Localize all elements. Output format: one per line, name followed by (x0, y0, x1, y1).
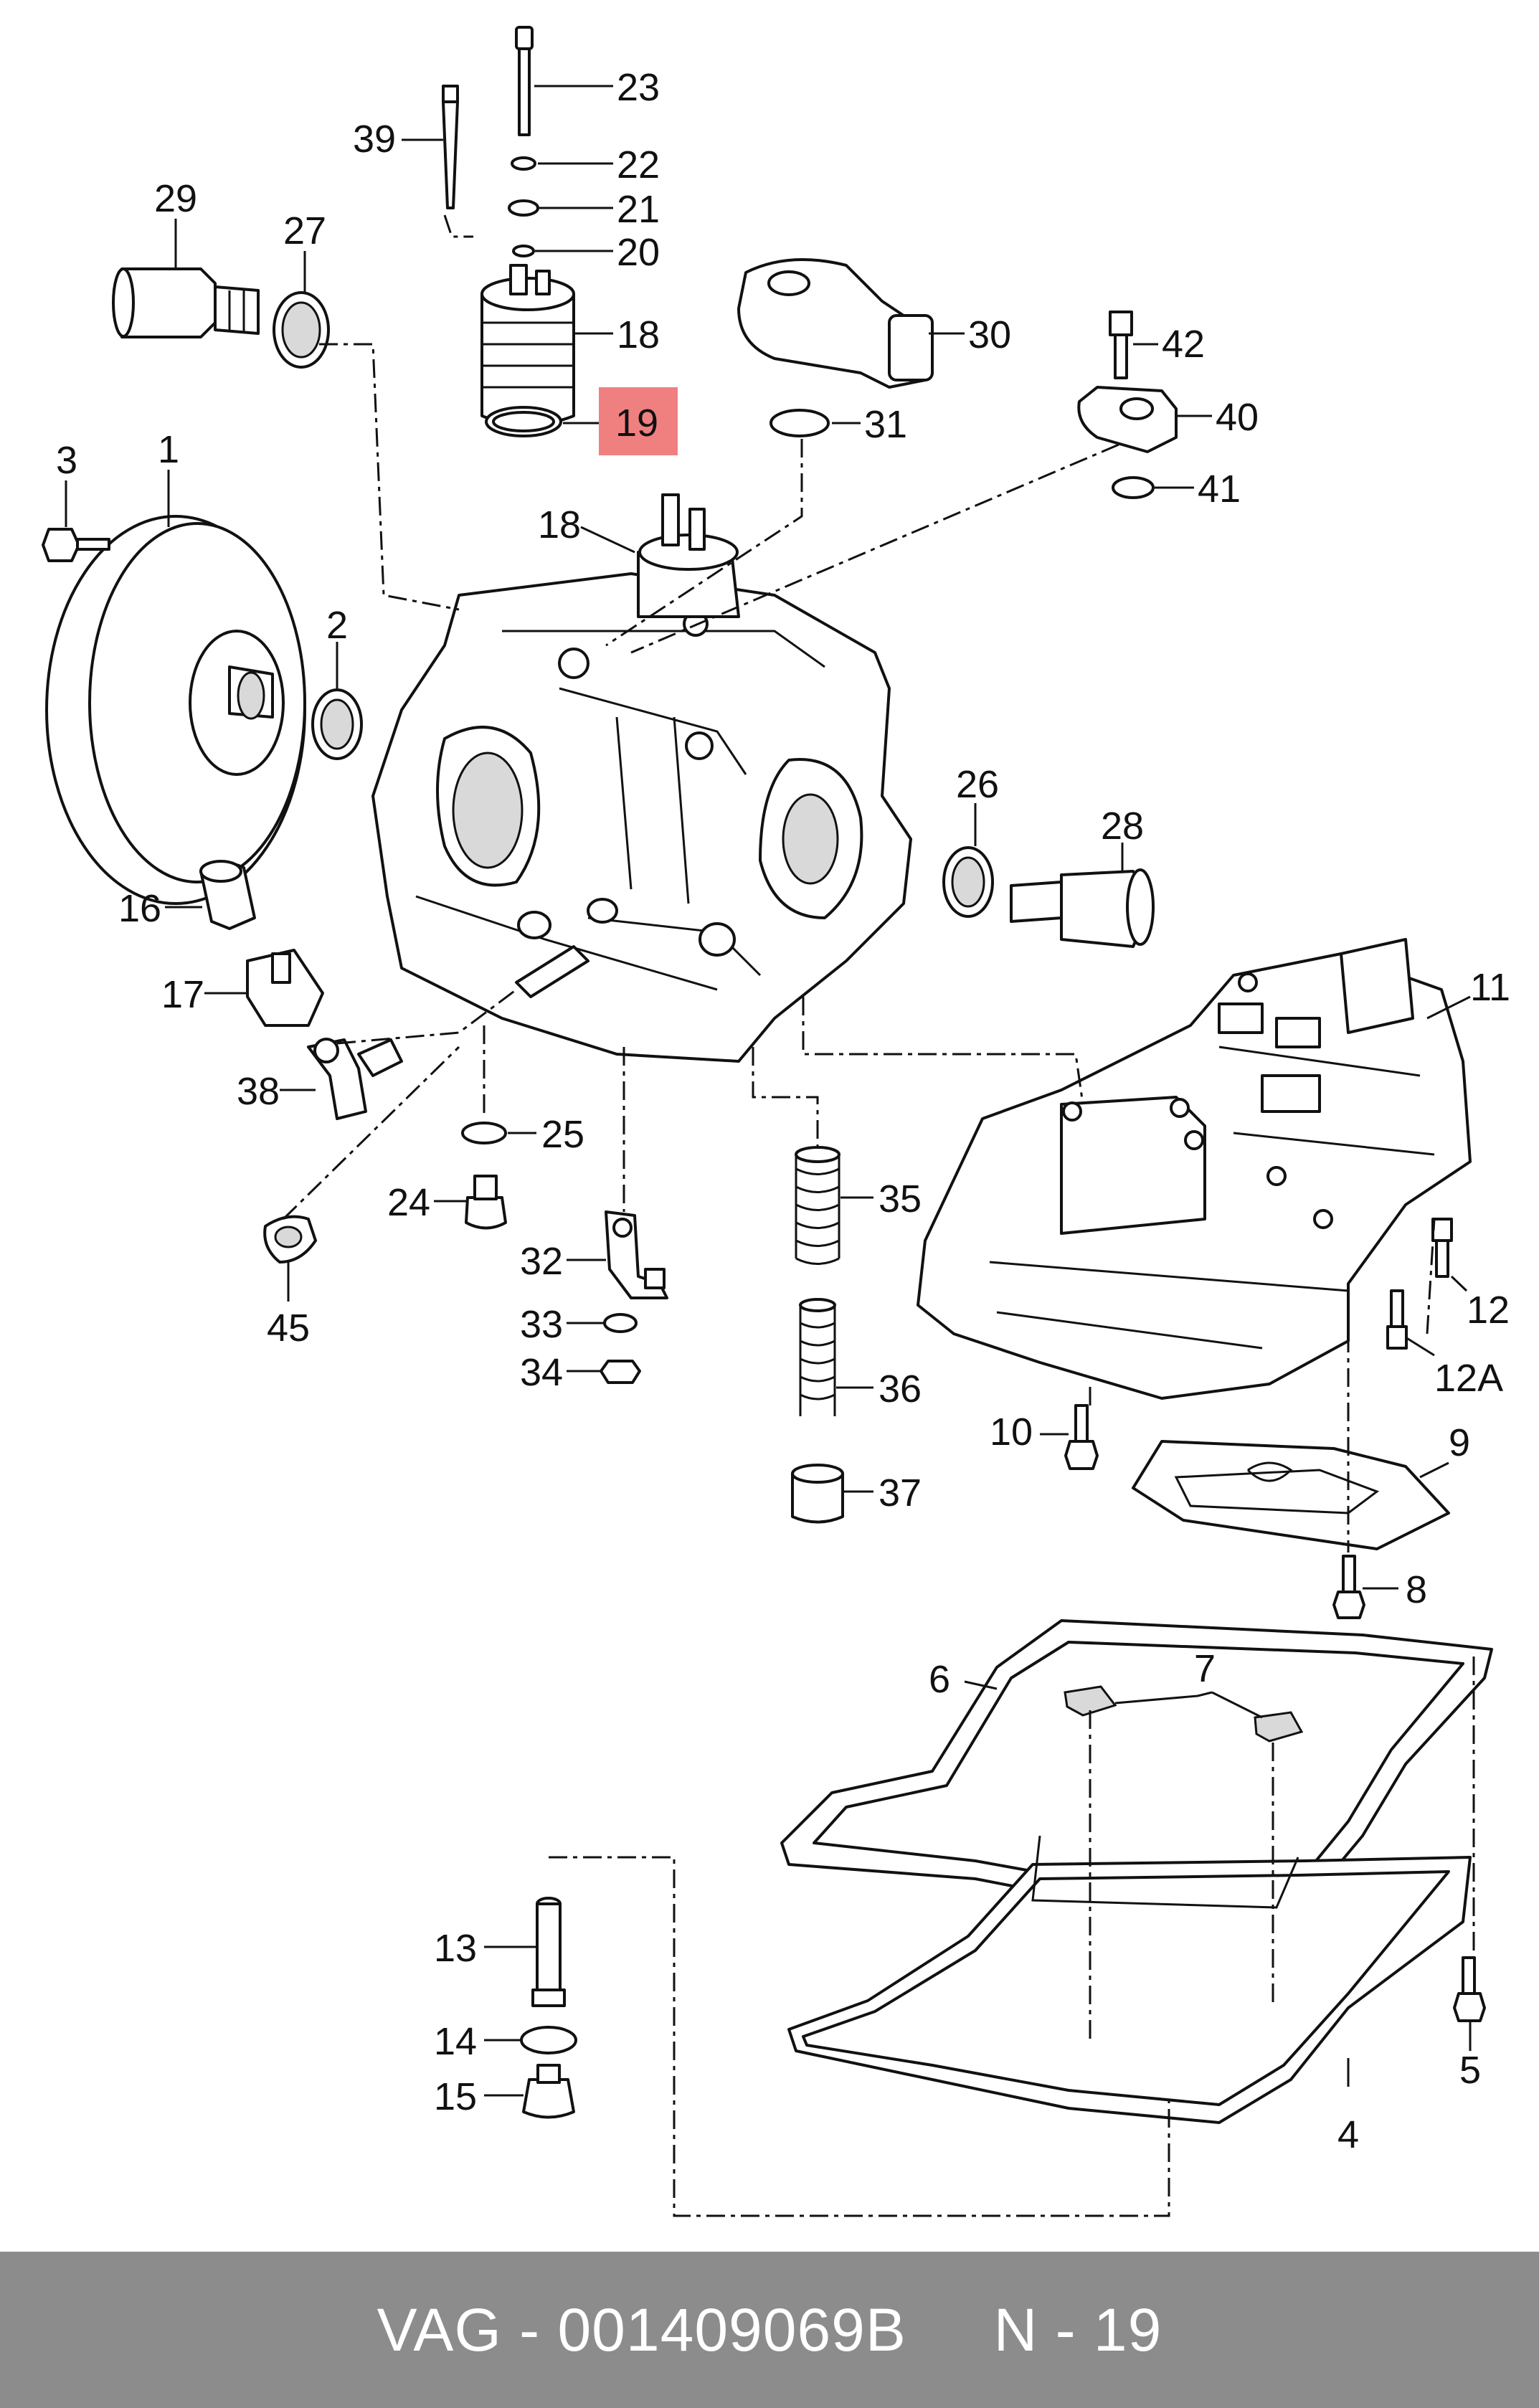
callout-17: 17 (161, 973, 204, 1016)
callout-22: 22 (617, 143, 660, 186)
callout-9: 9 (1449, 1421, 1470, 1464)
callout-34: 34 (520, 1351, 563, 1394)
callout-23: 23 (617, 66, 660, 109)
part-1-torque-converter (45, 515, 306, 905)
callout-10: 10 (990, 1411, 1033, 1454)
callout-19: 19 (615, 402, 658, 445)
callout-24: 24 (387, 1181, 430, 1224)
callout-8: 8 (1406, 1568, 1427, 1611)
part-14-washer (520, 2026, 577, 2054)
callout-4: 4 (1337, 2113, 1359, 2156)
callout-42: 42 (1162, 323, 1205, 366)
part-2-seal (311, 688, 363, 760)
callout-40: 40 (1216, 396, 1259, 439)
callout-7: 7 (1194, 1647, 1216, 1690)
part-18-oil-cooler-top (480, 264, 575, 427)
part-22-washer (511, 156, 536, 171)
part-11-valve-body (917, 938, 1472, 1400)
callout-39: 39 (353, 118, 396, 161)
callout-38: 38 (237, 1070, 280, 1113)
part-5-bolt (1453, 1956, 1486, 2022)
callout-21: 21 (617, 188, 660, 231)
part-10-bolt (1064, 1404, 1099, 1470)
callout-16: 16 (118, 887, 161, 930)
callout-41: 41 (1198, 468, 1241, 511)
callout-25: 25 (541, 1113, 584, 1156)
callout-2: 2 (326, 604, 348, 647)
part-25-o-ring (461, 1122, 507, 1144)
callout-26: 26 (956, 763, 999, 806)
part-16-plug (199, 860, 256, 930)
part-24-plug (465, 1175, 507, 1230)
part-39-pin (442, 85, 459, 209)
part-29-flange-shaft (112, 267, 260, 338)
part-3-bolt (42, 528, 110, 562)
part-17-clip (246, 949, 324, 1027)
callout-12: 12 (1467, 1289, 1510, 1332)
part-26-seal (942, 846, 994, 918)
callout-30: 30 (968, 313, 1011, 356)
callout-45: 45 (267, 1307, 310, 1350)
callout-11: 11 (1470, 966, 1510, 1009)
callout-18-top: 18 (617, 313, 660, 356)
part-38-connector (307, 1038, 403, 1120)
part-7-magnet-left (1064, 1685, 1117, 1717)
callout-18-installed: 18 (538, 503, 581, 546)
part-33-washer (603, 1313, 638, 1333)
callout-27: 27 (283, 209, 326, 252)
part-7-magnet-right (1254, 1711, 1304, 1743)
callout-3: 3 (56, 439, 77, 482)
part-41-o-ring (1112, 476, 1155, 499)
callout-15: 15 (434, 2075, 477, 2118)
part-23-bolt (515, 26, 534, 136)
highlight-box (599, 387, 678, 455)
part-21-washer (508, 199, 539, 217)
callout-29: 29 (154, 177, 197, 220)
part-13-overflow-pipe (531, 1897, 566, 2007)
part-12-bolt (1431, 1218, 1453, 1278)
callout-28: 28 (1101, 805, 1144, 848)
leader-lines (65, 85, 1472, 2097)
footer-bar: VAG - 001409069B N - 19 (0, 2252, 1539, 2408)
callout-31: 31 (864, 403, 907, 446)
part-6-gasket (780, 1619, 1493, 1930)
part-34-nut (600, 1360, 641, 1384)
callout-6: 6 (929, 1658, 950, 1701)
part-number-caption: VAG - 001409069B N - 19 (377, 2295, 1162, 2364)
part-9-oil-filter (1132, 1440, 1450, 1550)
part-45-plug (263, 1215, 317, 1264)
callout-14: 14 (434, 2020, 477, 2063)
callout-5: 5 (1459, 2049, 1481, 2092)
part-27-seal (273, 291, 330, 369)
assembly-lines (282, 214, 1475, 2217)
part-8-bolt (1332, 1555, 1365, 1619)
part-42-bolt (1109, 311, 1133, 379)
callout-1: 1 (158, 428, 179, 471)
part-18-oil-cooler-installed (637, 493, 740, 618)
part-4-oil-pan (787, 1835, 1472, 2124)
exploded-parts-diagram: 23 39 22 29 21 27 20 18 30 42 19 31 40 3… (42, 26, 1510, 2217)
callout-32: 32 (520, 1240, 563, 1283)
callout-13: 13 (434, 1927, 477, 1970)
part-32-bracket (605, 1210, 668, 1299)
part-40-bracket (1077, 386, 1178, 453)
callout-37: 37 (879, 1471, 922, 1515)
part-20-washer (512, 245, 535, 257)
part-12a-bolt (1386, 1289, 1408, 1350)
part-35-spring (795, 1146, 840, 1265)
part-28-flange-shaft (1010, 868, 1155, 948)
part-15-drain-plug (522, 2064, 575, 2119)
transmission-housing (371, 572, 912, 1063)
callout-12a: 12A (1434, 1357, 1503, 1400)
part-36-spring (799, 1298, 836, 1416)
callout-35: 35 (879, 1177, 922, 1220)
callout-33: 33 (520, 1303, 563, 1346)
part-31-o-ring (770, 409, 830, 437)
part-37-sleeve (791, 1464, 844, 1524)
callout-36: 36 (879, 1367, 922, 1411)
callout-labels: 23 39 22 29 21 27 20 18 30 42 19 31 40 3… (56, 66, 1510, 2156)
part-30-range-sensor (737, 258, 934, 389)
callout-20: 20 (617, 231, 660, 274)
